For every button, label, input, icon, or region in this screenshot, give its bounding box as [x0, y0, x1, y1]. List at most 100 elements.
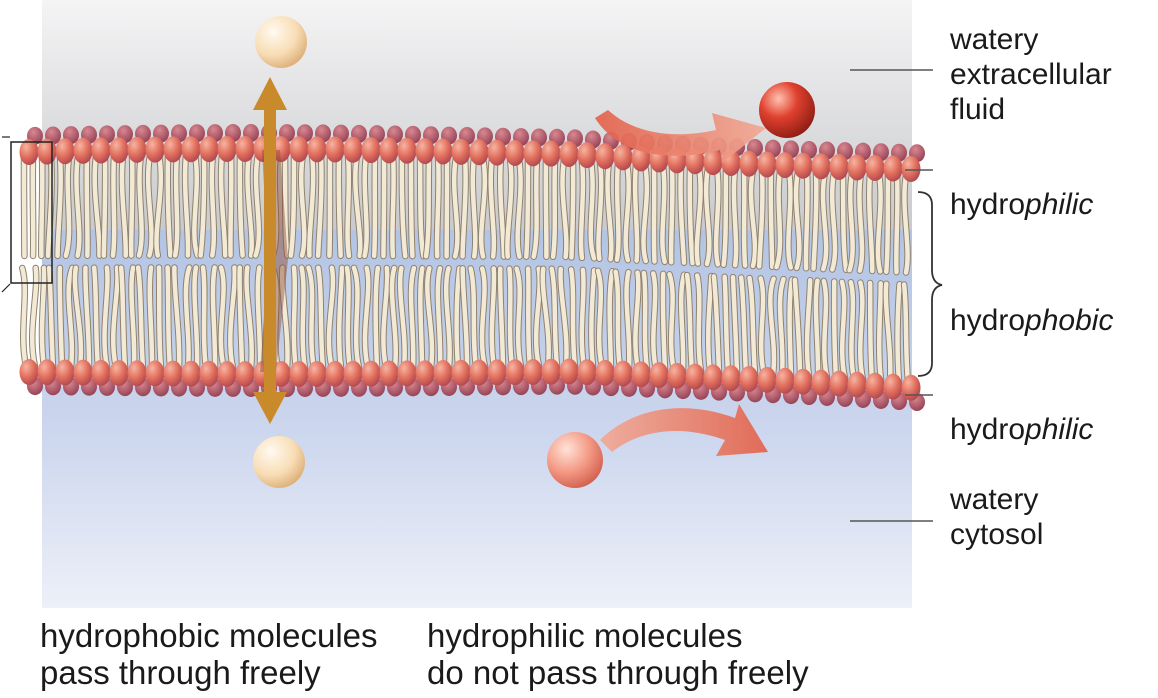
lipid-head	[506, 140, 525, 166]
lipid-tail	[832, 173, 835, 269]
lipid-tail	[663, 274, 665, 370]
lipid-head	[758, 151, 777, 177]
hydrophobic-molecule-bottom-icon	[253, 436, 305, 488]
lipid-head	[758, 367, 777, 393]
lipid-head	[236, 361, 255, 387]
lipid-tail	[635, 165, 637, 261]
lipid-tail	[374, 156, 375, 256]
lipid-head	[380, 361, 399, 387]
lipid-tail	[230, 155, 231, 255]
lipid-head	[110, 360, 129, 386]
lipid-head	[506, 359, 525, 385]
lipid-head	[560, 359, 579, 385]
lipid-head	[524, 359, 543, 385]
lipid-tail	[159, 268, 161, 368]
lipid-head	[182, 136, 201, 162]
lipid-tail	[131, 156, 132, 256]
lipid-head	[20, 359, 39, 385]
lipid-tail	[509, 269, 512, 367]
lipid-tail	[482, 268, 485, 366]
lipid-tail	[859, 174, 862, 271]
lipid-tail	[517, 269, 521, 366]
lipid-head	[830, 371, 849, 397]
lipid-tail	[790, 280, 792, 376]
lipid-head	[344, 137, 363, 163]
lipid-head	[362, 137, 381, 163]
lipid-tail	[734, 170, 736, 266]
lipid-head	[470, 139, 489, 165]
lipid-tail	[725, 277, 728, 373]
top-hydrophilic-suffix: philic	[1025, 188, 1093, 221]
lipid-head	[182, 361, 201, 387]
lipid-tail	[41, 158, 42, 256]
lipid-head	[488, 359, 507, 385]
lipid-tail	[365, 156, 367, 256]
lipid-head	[200, 136, 219, 162]
lipid-head	[740, 366, 759, 392]
lipid-tail	[420, 268, 422, 367]
lipid-tail	[553, 160, 555, 257]
lipid-head	[74, 360, 93, 386]
lipid-tail	[879, 283, 881, 380]
lipid-head	[614, 144, 633, 170]
lipid-tail	[598, 163, 601, 259]
lipid-head	[542, 141, 561, 167]
lipid-tail	[851, 282, 854, 379]
lipid-head	[344, 361, 363, 387]
lipid-tail	[139, 156, 142, 256]
lipid-tail	[834, 281, 836, 377]
lipid-head	[794, 369, 813, 395]
lipid-tail	[708, 276, 711, 372]
lipid-tail	[571, 161, 573, 258]
lipid-head	[20, 139, 39, 165]
lipid-head	[38, 359, 57, 385]
lipid-head	[308, 361, 327, 387]
lipid-tail	[824, 281, 827, 377]
lipid-tail	[150, 268, 152, 368]
lipid-head	[290, 361, 309, 387]
lipid-tail	[411, 157, 412, 256]
lipid-head	[434, 138, 453, 164]
lipid-tail	[294, 268, 296, 368]
lipid-head	[398, 138, 417, 164]
lipid-tail	[437, 158, 439, 257]
hydrophilic-molecule-top-icon	[759, 82, 815, 138]
hydrophobic-brace-icon	[918, 192, 942, 376]
bottom-hydrophilic-prefix: hydro	[950, 413, 1025, 446]
lipid-head	[452, 360, 471, 386]
lipid-tail	[669, 274, 674, 370]
lipid-head	[452, 139, 471, 165]
lipid-tail	[860, 283, 863, 380]
lipid-tail	[886, 175, 888, 272]
lipid-tail	[582, 270, 584, 366]
lipid-head	[74, 138, 93, 164]
lipid-head	[92, 138, 111, 164]
lipid-tail	[302, 268, 305, 368]
lipid-head	[812, 153, 831, 179]
lipid-head	[434, 360, 453, 386]
lipid-tail	[598, 271, 602, 367]
lipid-tail	[771, 171, 772, 267]
lipid-head	[326, 137, 345, 163]
lipid-head	[596, 360, 615, 386]
lipid-tail	[348, 156, 349, 256]
lipid-head	[848, 372, 867, 398]
hydrophobic-prefix: hydro	[950, 304, 1025, 337]
lipid-tail	[591, 270, 594, 366]
lipid-head	[110, 137, 129, 163]
lipid-tail	[816, 281, 818, 377]
lipid-tail	[581, 161, 583, 257]
lipid-head	[218, 136, 237, 162]
lipid-head	[740, 151, 759, 177]
lipid-head	[812, 370, 831, 396]
lipid-tail	[716, 169, 718, 265]
lipid-tail	[212, 155, 214, 255]
lipid-tail	[87, 157, 88, 256]
lipid-head	[164, 136, 183, 162]
lipid-tail	[76, 157, 79, 256]
lipid-tail	[376, 268, 378, 368]
lipid-head	[416, 360, 435, 386]
lipid-tail	[329, 156, 330, 256]
lipid-tail	[761, 278, 764, 374]
lipid-tail	[383, 156, 384, 256]
